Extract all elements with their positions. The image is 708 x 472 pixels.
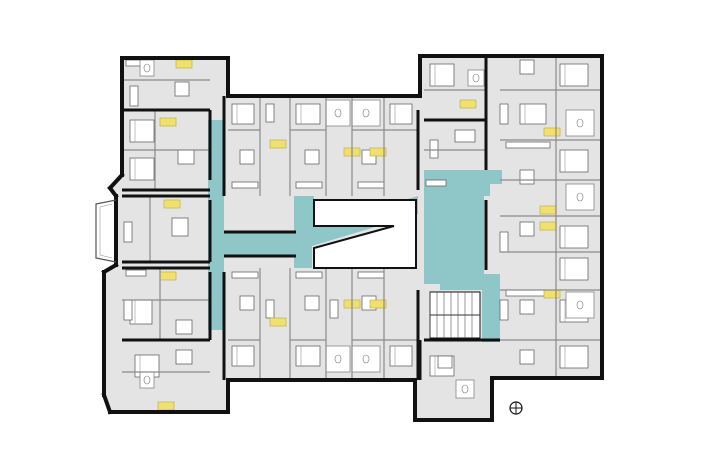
- kitchen-counter: [231, 181, 259, 189]
- table: [304, 149, 320, 165]
- stair-landing: [456, 236, 478, 260]
- storage-cabinet: [539, 205, 557, 215]
- toilet: [143, 375, 151, 385]
- bed: [231, 345, 255, 367]
- bay-window: [95, 199, 117, 263]
- sofa: [129, 85, 139, 107]
- bed: [559, 63, 589, 87]
- toilet: [143, 63, 151, 73]
- sofa: [499, 231, 509, 253]
- sofa: [265, 103, 275, 123]
- toilet: [461, 384, 469, 394]
- storage-cabinet: [159, 117, 177, 127]
- bay-window-glass: [99, 203, 113, 259]
- exterior-wall: [101, 392, 113, 415]
- storage-cabinet: [163, 199, 181, 209]
- toilet: [472, 73, 480, 83]
- exterior-walls: [101, 54, 604, 422]
- storage-cabinet: [369, 147, 387, 157]
- bed: [129, 299, 153, 325]
- bed: [429, 63, 455, 87]
- table: [175, 349, 193, 365]
- bed: [129, 157, 155, 181]
- kitchen-counter: [505, 141, 551, 149]
- kitchen-counter: [357, 271, 385, 279]
- kitchen-counter: [357, 181, 385, 189]
- sofa: [499, 299, 509, 321]
- storage-cabinet: [543, 127, 561, 137]
- sofa: [123, 299, 133, 321]
- sofa: [499, 103, 509, 125]
- kitchen-counter: [231, 271, 259, 279]
- left-corridor: [208, 120, 224, 330]
- bed: [559, 257, 589, 281]
- table: [175, 319, 193, 335]
- toilet: [334, 354, 342, 364]
- table: [177, 149, 195, 165]
- toilet: [334, 108, 342, 118]
- storage-cabinet: [369, 299, 387, 309]
- bay-window-frame: [95, 199, 117, 263]
- bed: [295, 345, 321, 367]
- storage-cabinet: [269, 317, 287, 327]
- table: [454, 129, 476, 143]
- table: [519, 349, 535, 365]
- toilet: [362, 108, 370, 118]
- bed: [295, 103, 321, 125]
- kitchen-counter: [125, 269, 147, 277]
- toilet: [576, 192, 584, 202]
- kitchen-counter: [295, 181, 323, 189]
- bed: [231, 103, 255, 125]
- storage-cabinet: [539, 221, 557, 231]
- bed: [559, 345, 589, 369]
- storage-cabinet: [175, 59, 193, 69]
- table: [519, 221, 535, 237]
- bed: [559, 225, 589, 249]
- storage-cabinet: [159, 271, 177, 281]
- table: [304, 295, 320, 311]
- kitchen-counter: [295, 271, 323, 279]
- table: [519, 299, 535, 315]
- kitchen-counter: [505, 289, 551, 297]
- bed: [519, 103, 547, 125]
- table: [519, 59, 535, 75]
- storage-cabinet: [459, 99, 477, 109]
- cross-corridor: [222, 232, 296, 256]
- compass-north-icon: [509, 401, 523, 415]
- table: [174, 81, 190, 97]
- bed: [559, 149, 589, 173]
- storage-cabinet: [269, 139, 287, 149]
- bed: [129, 119, 155, 143]
- stair-icon: [429, 291, 481, 339]
- sofa: [265, 299, 275, 319]
- storage-cabinet: [543, 289, 561, 299]
- storage-cabinet: [157, 401, 175, 411]
- exterior-wall: [107, 172, 125, 191]
- sofa: [429, 139, 439, 159]
- partition-walls: [122, 56, 602, 380]
- furniture-layer: [123, 59, 595, 411]
- toilet: [362, 354, 370, 364]
- table: [437, 355, 453, 369]
- sofa: [123, 221, 133, 243]
- table: [519, 169, 535, 185]
- courtyard: [313, 199, 417, 269]
- sofa: [329, 299, 339, 319]
- table: [239, 295, 255, 311]
- table: [171, 217, 189, 237]
- toilet: [576, 118, 584, 128]
- kitchen-counter: [425, 179, 447, 187]
- toilet: [576, 300, 584, 310]
- table: [239, 149, 255, 165]
- bed: [389, 345, 413, 367]
- bed: [389, 103, 413, 125]
